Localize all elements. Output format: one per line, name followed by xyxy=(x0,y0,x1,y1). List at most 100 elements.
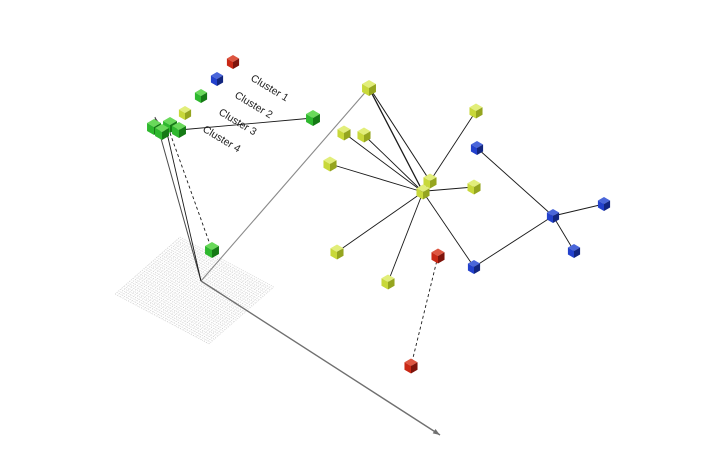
node-green-floor-face xyxy=(205,246,212,258)
floor-grid-line xyxy=(151,262,246,313)
node-yellow-2[interactable] xyxy=(357,127,371,143)
floor-grid-line xyxy=(195,279,262,338)
edge-line xyxy=(368,87,424,193)
floor-grid-line xyxy=(160,254,255,305)
floor-grid-line xyxy=(177,270,243,328)
edge-line xyxy=(473,215,554,268)
node-green-right-face xyxy=(306,110,320,118)
node-green-cluster-d[interactable] xyxy=(172,122,186,138)
edge-line xyxy=(336,191,424,253)
node-yellow-6[interactable] xyxy=(423,173,437,189)
node-green-cluster-d-face xyxy=(179,126,186,138)
node-yellow-5-face xyxy=(381,274,395,282)
floor-grid-line xyxy=(164,263,230,321)
node-yellow-3-face xyxy=(323,156,337,164)
floor-grid-line xyxy=(185,274,251,332)
node-green-cluster-d-face xyxy=(172,126,179,138)
node-red-1[interactable] xyxy=(431,248,445,264)
floor-grid-line xyxy=(130,245,196,303)
floor-grid-line xyxy=(117,238,183,296)
floor-grid-line xyxy=(174,268,241,327)
node-yellow-3-face xyxy=(323,160,330,172)
floor-grid-line xyxy=(151,256,217,314)
floor-grid-line xyxy=(146,253,212,311)
node-green-cluster-b-face xyxy=(147,123,154,135)
node-yellow-top-face xyxy=(369,84,376,96)
node-blue-4-face xyxy=(574,247,581,258)
floor-grid-line xyxy=(138,249,204,307)
floor-grid-line xyxy=(122,287,217,338)
node-yellow-5-face xyxy=(381,278,388,290)
floor-grid-line xyxy=(156,259,222,317)
x-axis-arrowhead-icon xyxy=(432,429,440,435)
node-yellow-3[interactable] xyxy=(323,156,337,172)
node-yellow-7[interactable] xyxy=(469,103,483,119)
node-yellow-1[interactable] xyxy=(337,125,351,141)
node-green-floor-face xyxy=(205,242,219,250)
node-yellow-2-face xyxy=(357,131,364,143)
node-green-floor-face xyxy=(212,246,219,258)
floor-grid-line xyxy=(148,254,215,313)
edge-line xyxy=(410,255,439,367)
node-blue-4-face xyxy=(567,247,574,258)
edge-line xyxy=(425,186,475,192)
node-blue-3[interactable] xyxy=(597,197,611,211)
node-yellow-top[interactable] xyxy=(362,80,376,96)
node-yellow-8[interactable] xyxy=(467,179,481,195)
node-yellow-4-face xyxy=(337,248,344,260)
legend-cube-blue-face xyxy=(217,75,224,86)
floor-grid-line xyxy=(182,272,249,331)
legend-cube-yellow-face xyxy=(178,109,185,120)
floor-grid-line xyxy=(163,251,258,302)
floor-grid-line xyxy=(143,252,209,310)
node-green-cluster-c[interactable] xyxy=(155,124,169,140)
floor-grid-line xyxy=(147,265,242,316)
node-red-1-face xyxy=(431,252,438,264)
node-yellow-top-face xyxy=(362,84,369,96)
node-green-cluster-c-face xyxy=(162,128,169,140)
floor-grid-line xyxy=(174,241,269,292)
node-green-cluster-c-face xyxy=(155,124,169,132)
node-green-floor[interactable] xyxy=(205,242,219,258)
legend-cube-green-face xyxy=(201,92,208,103)
edge-line xyxy=(363,134,424,193)
floor-grid-line xyxy=(206,285,272,343)
legend-cube-green-face xyxy=(194,92,201,103)
node-red-2[interactable] xyxy=(404,358,418,374)
node-blue-2[interactable] xyxy=(467,260,481,274)
node-yellow-5[interactable] xyxy=(381,274,395,290)
node-blue-3-face xyxy=(604,200,611,211)
node-green-cluster-d-face xyxy=(172,122,186,130)
edge-line xyxy=(476,147,554,217)
node-yellow-hub-face xyxy=(416,188,423,200)
floor-grid-line xyxy=(187,275,254,334)
z-axis xyxy=(154,116,202,282)
node-red-1-face xyxy=(438,252,445,264)
node-yellow-4[interactable] xyxy=(330,244,344,260)
floor-grid-line xyxy=(180,271,246,329)
floor-grid-line xyxy=(203,284,269,342)
node-yellow-hub[interactable] xyxy=(416,184,430,200)
node-green-right-face xyxy=(306,114,313,126)
node-green-right[interactable] xyxy=(306,110,320,126)
node-blue-4[interactable] xyxy=(567,244,581,258)
edge-line xyxy=(552,215,575,252)
node-blue-1[interactable] xyxy=(470,141,484,155)
edge-line xyxy=(422,191,475,268)
edge-line xyxy=(169,132,213,251)
floor-grid-line xyxy=(125,284,220,335)
node-yellow-7-face xyxy=(469,103,483,111)
floor-grid-line xyxy=(135,247,202,306)
node-yellow-6-face xyxy=(430,177,437,189)
legend-cube-blue-face xyxy=(210,75,217,86)
node-blue-hub[interactable] xyxy=(546,209,560,223)
floor-grid-line xyxy=(127,243,194,302)
y-axis xyxy=(200,87,370,282)
node-yellow-2-face xyxy=(357,127,371,135)
floor-grid-line xyxy=(161,261,228,320)
legend-cube-red-face xyxy=(226,58,233,69)
x-axis xyxy=(200,280,441,436)
node-yellow-4-face xyxy=(330,244,344,252)
